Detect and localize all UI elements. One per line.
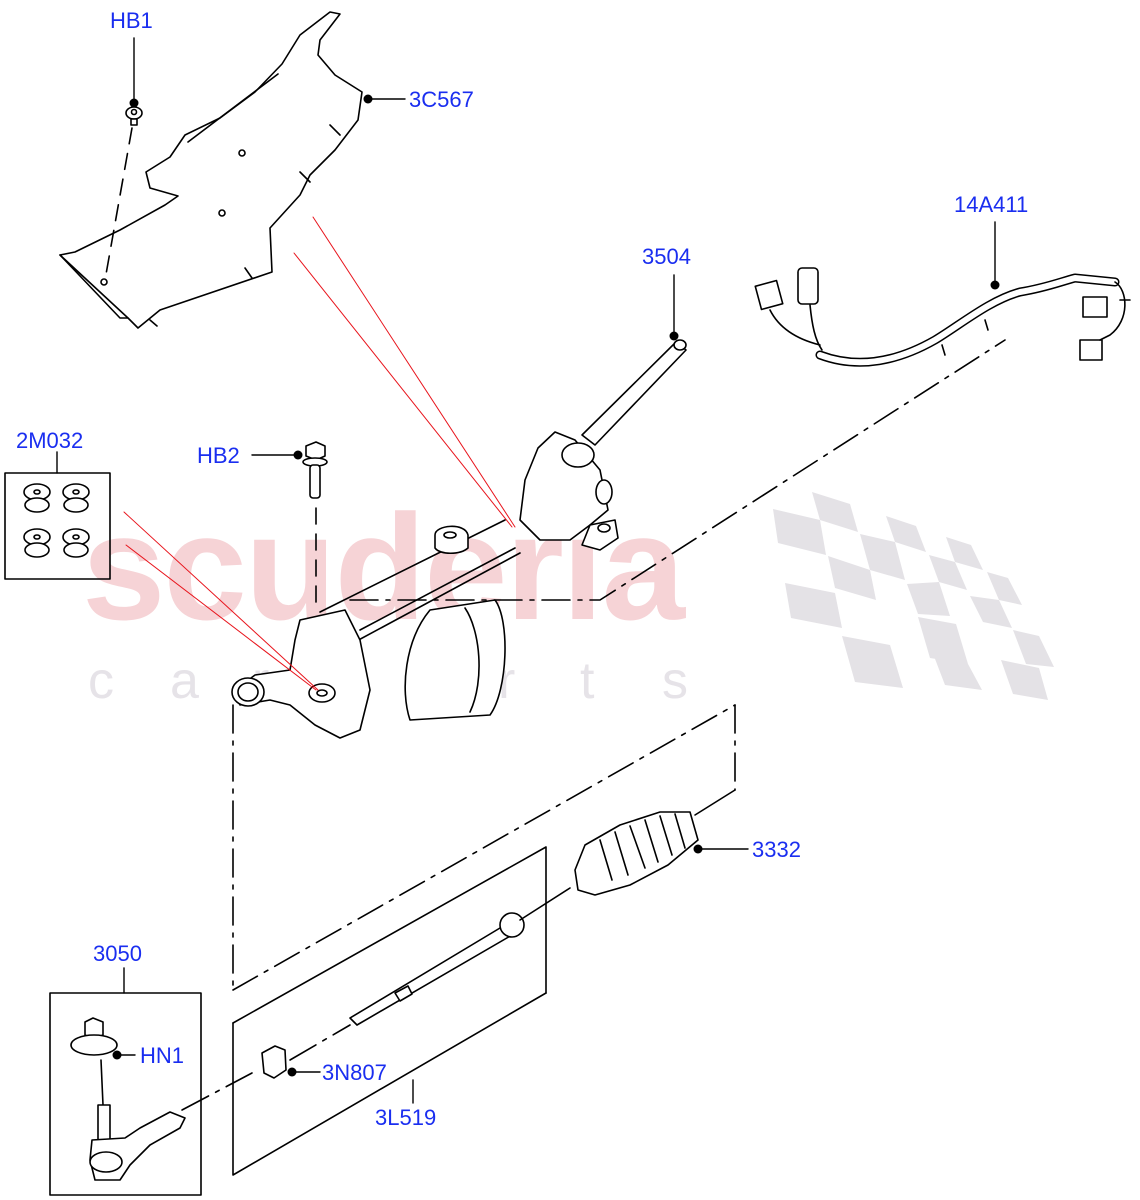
inner-tie-rod-drawing — [349, 887, 571, 1026]
inner-tie-rod-kit-frame — [232, 846, 547, 1176]
callout-3c567[interactable]: 3C567 — [409, 87, 474, 112]
bushing-kit-drawing — [4, 472, 111, 580]
callout-3l519[interactable]: 3L519 — [375, 1105, 437, 1130]
callout-3050[interactable]: 3050 — [93, 941, 142, 966]
reference-lines — [123, 216, 516, 691]
steering-gear-drawing — [231, 339, 687, 739]
tie-rod-end-kit-drawing — [49, 992, 202, 1196]
heat-shield-drawing — [59, 11, 363, 329]
boot-drawing — [574, 811, 699, 896]
leader-dots — [112, 94, 1000, 1077]
hb1-clip-drawing — [104, 106, 143, 281]
callout-14a411[interactable]: 14A411 — [954, 192, 1029, 217]
callout-hn1[interactable]: HN1 — [140, 1043, 185, 1068]
callout-3504[interactable]: 3504 — [642, 244, 691, 269]
leader-lines — [56, 37, 996, 1104]
callout-hb2[interactable]: HB2 — [197, 443, 240, 468]
callout-2m032[interactable]: 2M032 — [16, 428, 84, 453]
lock-nut-drawing — [181, 1024, 351, 1111]
assembly-lines — [232, 339, 1006, 991]
callout-hb1[interactable]: HB1 — [110, 8, 153, 33]
callout-3332[interactable]: 3332 — [752, 837, 801, 862]
callout-3n807[interactable]: 3N807 — [322, 1060, 387, 1085]
hb2-bolt-drawing — [302, 441, 328, 611]
wiring-harness-drawing — [754, 267, 1131, 367]
